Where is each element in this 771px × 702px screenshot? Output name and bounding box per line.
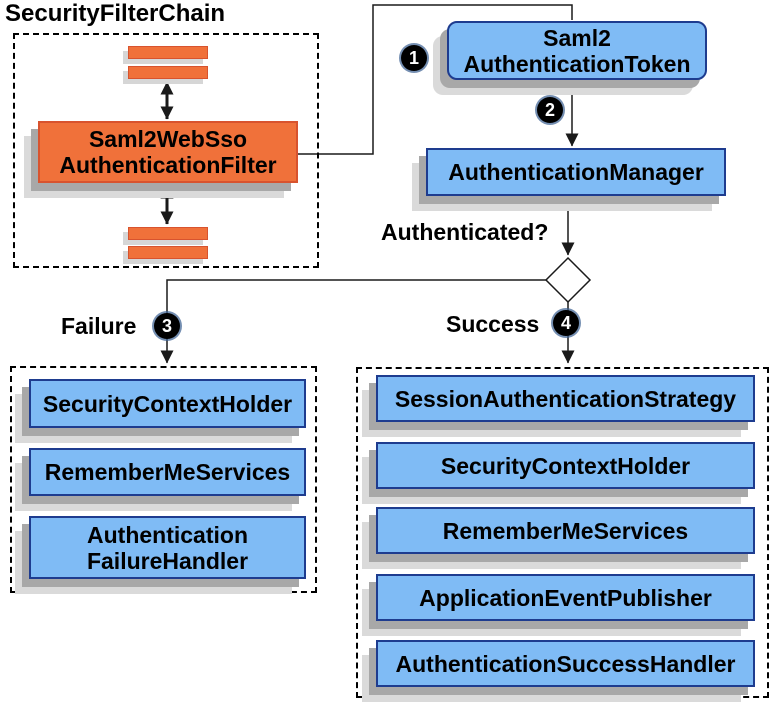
- filter-stack-bar: [128, 246, 208, 259]
- authentication-success-handler-node: AuthenticationSuccessHandler: [376, 640, 755, 687]
- node-label-line: AuthenticationManager: [448, 159, 704, 185]
- node-label-line: AuthenticationToken: [463, 50, 691, 77]
- success-panel: SessionAuthenticationStrategy SecurityCo…: [356, 367, 769, 698]
- node-label-line: Saml2WebSso: [88, 126, 248, 152]
- success-branch-label: Success: [446, 311, 540, 337]
- saml2-websso-authentication-filter-node: Saml2WebSso AuthenticationFilter: [38, 121, 298, 183]
- node-label-line: RememberMeServices: [44, 459, 291, 485]
- step-4-badge: 4: [553, 310, 579, 336]
- security-filter-chain-box: Saml2WebSso AuthenticationFilter: [13, 33, 319, 268]
- node-label-line: RememberMeServices: [442, 517, 689, 544]
- node-label-line: Saml2: [543, 24, 611, 51]
- node-label-line: FailureHandler: [86, 547, 249, 574]
- decision-diamond: [544, 256, 592, 304]
- step-3-badge: 3: [154, 313, 180, 339]
- node-label-line: SecurityContextHolder: [440, 452, 691, 479]
- step-2-badge: 2: [537, 97, 563, 123]
- authentication-manager-node: AuthenticationManager: [426, 148, 726, 196]
- node-label-line: AuthenticationSuccessHandler: [395, 650, 736, 677]
- security-filter-chain-title: SecurityFilterChain: [5, 0, 226, 27]
- failure-branch-label: Failure: [61, 313, 137, 339]
- failure-panel: SecurityContextHolder RememberMeServices…: [10, 366, 317, 593]
- node-label-line: SecurityContextHolder: [42, 390, 293, 417]
- filter-stack-bar: [128, 227, 208, 240]
- node-label-line: AuthenticationFilter: [59, 152, 277, 178]
- application-event-publisher-node: ApplicationEventPublisher: [376, 574, 755, 621]
- authentication-failure-handler-node: Authentication FailureHandler: [29, 516, 306, 579]
- node-label-line: Authentication: [87, 521, 248, 548]
- node-label-line: SessionAuthenticationStrategy: [394, 385, 737, 412]
- filter-stack-bar: [128, 46, 208, 59]
- security-context-holder-node: SecurityContextHolder: [376, 442, 755, 489]
- authenticated-question-label: Authenticated?: [381, 219, 549, 245]
- remember-me-services-node: RememberMeServices: [376, 507, 755, 554]
- saml2-authentication-token-node: Saml2 AuthenticationToken: [447, 21, 707, 80]
- node-label-line: ApplicationEventPublisher: [419, 584, 712, 611]
- session-authentication-strategy-node: SessionAuthenticationStrategy: [376, 375, 755, 422]
- remember-me-services-node: RememberMeServices: [29, 448, 306, 496]
- step-1-badge: 1: [401, 45, 427, 71]
- filter-stack-bar: [128, 66, 208, 79]
- security-context-holder-node: SecurityContextHolder: [29, 379, 306, 428]
